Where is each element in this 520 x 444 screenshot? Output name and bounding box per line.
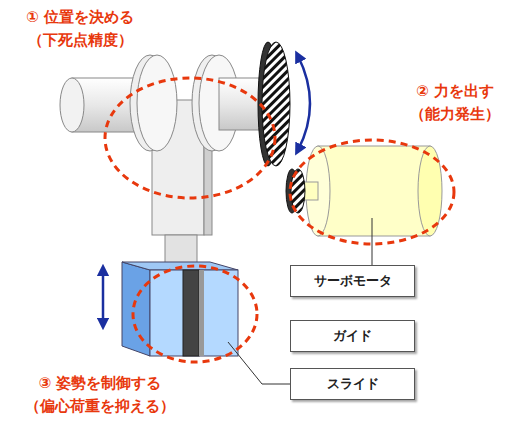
leader-line	[228, 342, 291, 384]
leader-line	[372, 218, 373, 266]
label-box: サーボモータ	[290, 265, 415, 297]
part-name: ガイド	[333, 327, 372, 345]
callout-label: ① 位置を決める （下死点精度）	[5, 6, 155, 52]
callout-label: ③ 姿勢を制御する （偏心荷重を抑える）	[0, 372, 200, 418]
label-box: スライド	[290, 368, 415, 400]
part-name: スライド	[327, 375, 379, 393]
part-name: サーボモータ	[314, 272, 392, 290]
focus-circle	[133, 266, 257, 362]
slide-block	[122, 262, 238, 356]
motion-arrow	[102, 270, 105, 324]
crankshaft	[60, 42, 290, 273]
label-box: ガイド	[290, 320, 415, 352]
focus-circle	[105, 78, 275, 198]
callout-label: ② 力を出す （能力発生）	[390, 80, 520, 126]
rotation-arrow	[298, 56, 310, 150]
